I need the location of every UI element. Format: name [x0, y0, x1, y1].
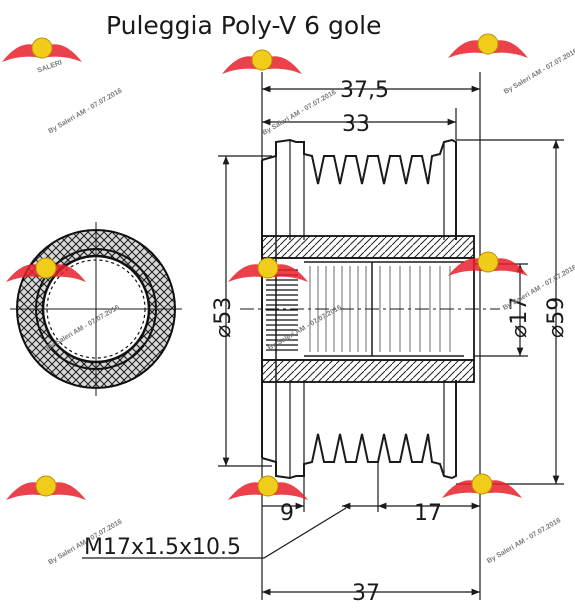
end-view [10, 222, 182, 396]
watermark-top-center: By Saleri AM - 07.07.2016 [222, 49, 337, 137]
watermark-caption: By Saleri AM - 07.07.2016 [267, 304, 343, 352]
watermark-top-right: By Saleri AM - 07.07.2016 [448, 33, 575, 96]
watermark-caption: By Saleri AM - 07.07.2016 [503, 48, 575, 96]
dimension-lines [82, 72, 564, 600]
watermark-bottom-center [228, 475, 308, 500]
watermark-caption: By Saleri AM - 07.07.2016 [47, 87, 123, 135]
watermark-caption: By Saleri AM - 07.07.2016 [486, 517, 562, 565]
dim-right-offset: 17 [414, 501, 442, 526]
pulley-bottom-profile [261, 380, 457, 480]
watermark-bottom-right: By Saleri AM - 07.07.2016 [442, 473, 562, 565]
dim-thread-depth: 9 [280, 501, 294, 526]
dim-overall-length: 37,5 [340, 78, 389, 103]
dim-outer-diameter: ⌀59 [544, 297, 569, 338]
dim-thread-spec: M17x1.5x10.5 [84, 535, 241, 560]
dim-groove-diameter: ⌀53 [211, 297, 236, 338]
drawing-title: Puleggia Poly-V 6 gole [106, 11, 382, 40]
dim-pulley-width: 33 [342, 112, 370, 137]
watermark-logo-text: SALERI [37, 59, 64, 74]
section-bottom [261, 359, 475, 383]
side-view [240, 138, 500, 480]
watermark-top-left: SALERI By Saleri AM - 07.07.2016 [2, 37, 123, 135]
dim-base-length: 37 [352, 581, 380, 606]
section-top [261, 235, 475, 259]
watermark-caption: By Saleri AM - 07.07.2016 [261, 89, 337, 137]
pulley-top-profile [261, 138, 457, 240]
dim-bore-diameter: ⌀17 [507, 297, 532, 338]
